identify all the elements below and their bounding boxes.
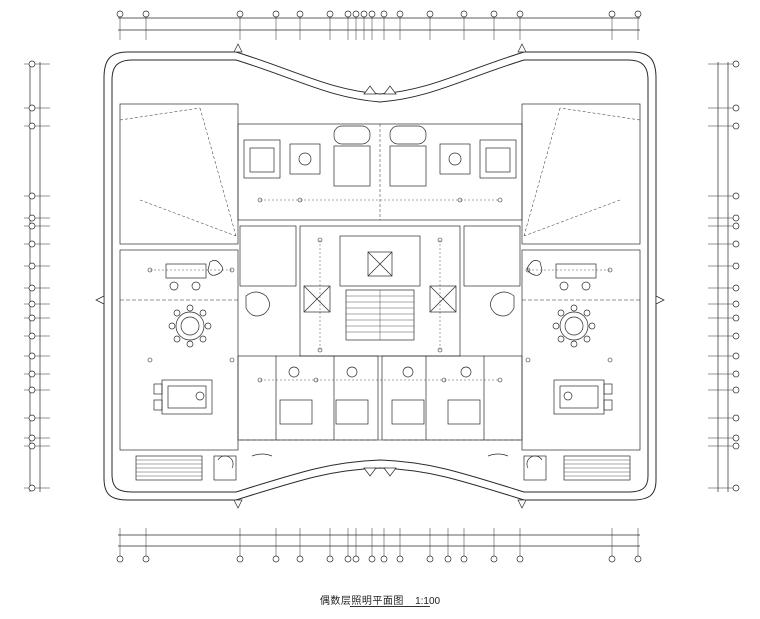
drawing-caption: 偶数层照明平面图 1:100 xyxy=(0,592,760,607)
lower-suites xyxy=(237,355,523,457)
left-wing xyxy=(119,103,239,481)
right-wing xyxy=(521,103,641,481)
right-dimension-chain xyxy=(708,60,740,492)
drawing-title: 偶数层照明平面图 xyxy=(319,596,404,607)
drawing-scale: 1:100 xyxy=(415,596,441,607)
entry-markers xyxy=(95,43,665,509)
left-dimension-chain xyxy=(24,60,50,492)
wiring xyxy=(150,199,610,381)
bottom-dimension-chain xyxy=(116,528,642,563)
title-underline xyxy=(350,606,430,607)
top-dimension-chain xyxy=(116,10,642,40)
central-core xyxy=(237,123,523,357)
